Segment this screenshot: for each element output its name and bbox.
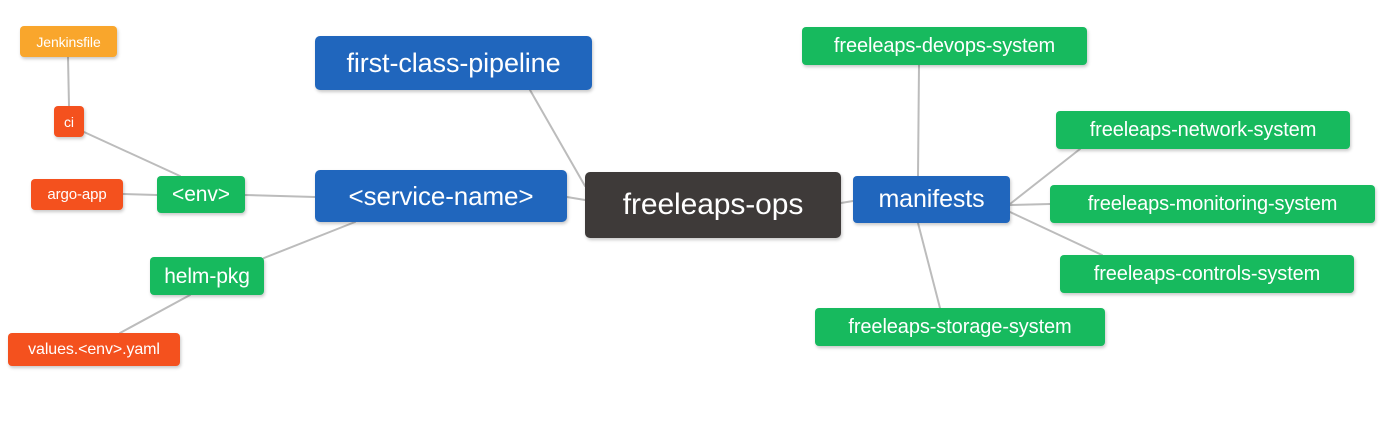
node-label-env: <env>	[172, 183, 230, 206]
node-values-env-yaml[interactable]: values.<env>.yaml	[8, 333, 180, 366]
node-helm-pkg[interactable]: helm-pkg	[150, 257, 264, 295]
node-argo-app[interactable]: argo-app	[31, 179, 123, 210]
node-label-service-name: <service-name>	[348, 181, 534, 211]
node-label-freeleaps-ops: freeleaps-ops	[622, 188, 804, 221]
edge-helm-pkg-to-values-env-yaml	[119, 294, 191, 334]
node-label-argo-app: argo-app	[47, 186, 107, 203]
edge-service-name-to-helm-pkg	[263, 221, 356, 259]
node-label-freeleaps-network-system: freeleaps-network-system	[1089, 119, 1317, 141]
node-freeleaps-network-system[interactable]: freeleaps-network-system	[1056, 111, 1350, 149]
edge-manifests-to-freeleaps-monitoring-system	[1009, 203, 1051, 206]
edge-ci-to-jenkinsfile	[67, 56, 70, 107]
node-ci[interactable]: ci	[54, 106, 84, 137]
node-freeleaps-controls-system[interactable]: freeleaps-controls-system	[1060, 255, 1354, 293]
node-service-name[interactable]: <service-name>	[315, 170, 567, 222]
node-label-helm-pkg: helm-pkg	[164, 264, 250, 288]
node-label-freeleaps-storage-system: freeleaps-storage-system	[848, 316, 1072, 338]
node-first-class-pipeline[interactable]: first-class-pipeline	[315, 36, 592, 90]
node-label-freeleaps-monitoring-system: freeleaps-monitoring-system	[1087, 193, 1338, 215]
node-label-manifests: manifests	[878, 185, 985, 213]
edge-manifests-to-freeleaps-storage-system	[917, 222, 941, 309]
edge-env-to-ci	[83, 131, 181, 177]
node-jenkinsfile[interactable]: Jenkinsfile	[20, 26, 117, 57]
edge-freeleaps-ops-to-manifests	[840, 200, 854, 204]
node-freeleaps-devops-system[interactable]: freeleaps-devops-system	[802, 27, 1087, 65]
node-label-first-class-pipeline: first-class-pipeline	[346, 47, 561, 78]
edge-freeleaps-ops-to-service-name	[566, 196, 586, 201]
edge-manifests-to-freeleaps-devops-system	[917, 64, 920, 177]
node-label-freeleaps-devops-system: freeleaps-devops-system	[833, 35, 1056, 57]
node-env[interactable]: <env>	[157, 176, 245, 213]
node-manifests[interactable]: manifests	[853, 176, 1010, 223]
node-label-values-env-yaml: values.<env>.yaml	[28, 340, 160, 358]
node-label-freeleaps-controls-system: freeleaps-controls-system	[1093, 263, 1321, 285]
edge-env-to-argo-app	[122, 193, 158, 196]
node-freeleaps-ops[interactable]: freeleaps-ops	[585, 172, 841, 238]
node-freeleaps-storage-system[interactable]: freeleaps-storage-system	[815, 308, 1105, 346]
node-freeleaps-monitoring-system[interactable]: freeleaps-monitoring-system	[1050, 185, 1375, 223]
node-label-jenkinsfile: Jenkinsfile	[36, 33, 101, 50]
edge-service-name-to-env	[244, 194, 316, 198]
node-label-ci: ci	[64, 113, 74, 130]
